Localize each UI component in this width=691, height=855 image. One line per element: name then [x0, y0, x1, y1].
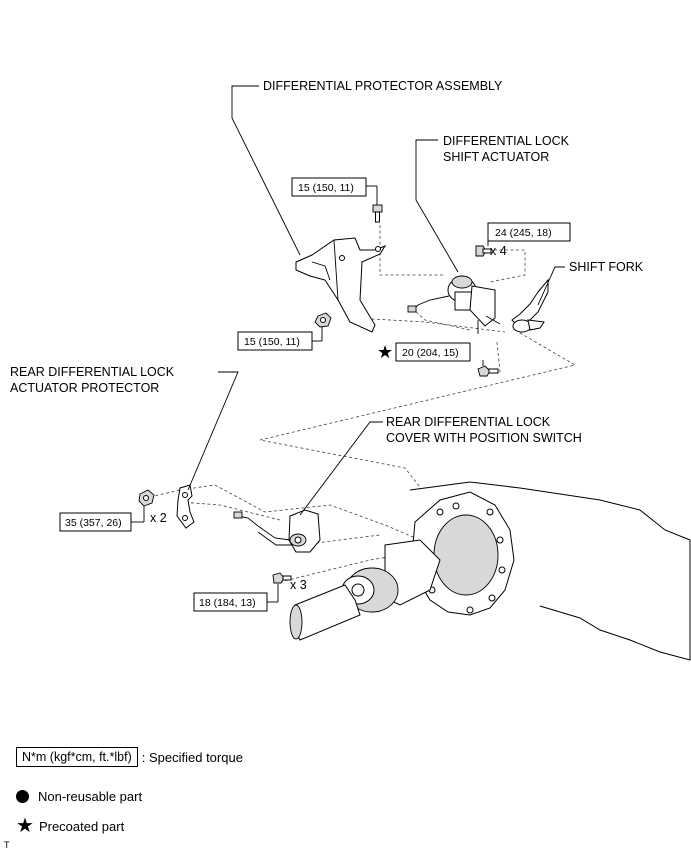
label-shift-actuator-line2: SHIFT ACTUATOR — [443, 150, 549, 164]
legend-non-reusable-label: Non-reusable part — [38, 789, 143, 804]
torque-value: 15 (150, 11) — [244, 336, 300, 348]
torque-box-protector-top: 15 (150, 11) — [291, 177, 367, 197]
qty-rear-protector-nut: x 2 — [150, 511, 167, 525]
torque-box-fork-bolt: ★ 20 (204, 15) — [377, 342, 471, 363]
torque-value: 15 (150, 11) — [298, 182, 354, 194]
label-leaders — [131, 85, 565, 603]
protector-nut — [314, 312, 332, 328]
qty-cover-bolts: x 3 — [290, 578, 307, 592]
torque-value: 35 (357, 26) — [65, 517, 122, 529]
label-shift-fork: SHIFT FORK — [569, 260, 644, 274]
actuator-bolt — [475, 245, 492, 257]
legend-precoated-label: Precoated part — [38, 818, 125, 834]
torque-box-cover-bolts: 18 (184, 13) — [193, 592, 268, 612]
torque-value: 20 (204, 15) — [402, 347, 459, 359]
corner-mark: T — [4, 840, 10, 850]
label-shift-actuator-line1: DIFFERENTIAL LOCK — [443, 134, 570, 148]
torque-box-protector-nut: 15 (150, 11) — [237, 331, 313, 351]
rear-lock-cover-part — [233, 509, 321, 553]
differential-protector-assembly-part — [295, 237, 387, 333]
axle-housing — [289, 481, 691, 661]
label-rear-cover-line1: REAR DIFFERENTIAL LOCK — [386, 415, 551, 429]
precoated-star-icon: ★ — [377, 342, 393, 363]
cover-bolt — [272, 572, 292, 584]
non-reusable-dot-icon — [16, 790, 29, 803]
torque-box-rear-protector-nut: 35 (357, 26) — [59, 512, 132, 532]
label-rear-protector-line2: ACTUATOR PROTECTOR — [10, 381, 159, 395]
rear-actuator-protector-part — [176, 484, 195, 529]
torque-box-actuator-bolts: 24 (245, 18) — [487, 222, 571, 242]
legend-torque-desc: : Specified torque — [141, 749, 243, 765]
qty-actuator-bolts: x 4 — [490, 244, 507, 258]
torque-value: 18 (184, 13) — [199, 597, 256, 609]
label-differential-protector-assembly: DIFFERENTIAL PROTECTOR ASSEMBLY — [263, 79, 503, 93]
legend-torque-unit: N*m (kgf*cm, ft.*lbf) — [16, 747, 138, 767]
rear-protector-nut — [138, 489, 155, 507]
legend-non-reusable: Non-reusable part — [16, 789, 142, 804]
legend-precoated: ★ Precoated part — [16, 816, 124, 836]
shift-actuator-part — [407, 275, 501, 334]
legend-torque: N*m (kgf*cm, ft.*lbf) : Specified torque — [16, 747, 243, 767]
label-rear-cover-line2: COVER WITH POSITION SWITCH — [386, 431, 582, 445]
precoated-star-icon: ★ — [16, 815, 34, 837]
label-rear-protector-line1: REAR DIFFERENTIAL LOCK — [10, 365, 175, 379]
fork-bolt — [477, 365, 499, 377]
protector-top-bolt — [372, 204, 383, 223]
shift-fork-part — [511, 278, 549, 333]
torque-value: 24 (245, 18) — [495, 227, 552, 239]
